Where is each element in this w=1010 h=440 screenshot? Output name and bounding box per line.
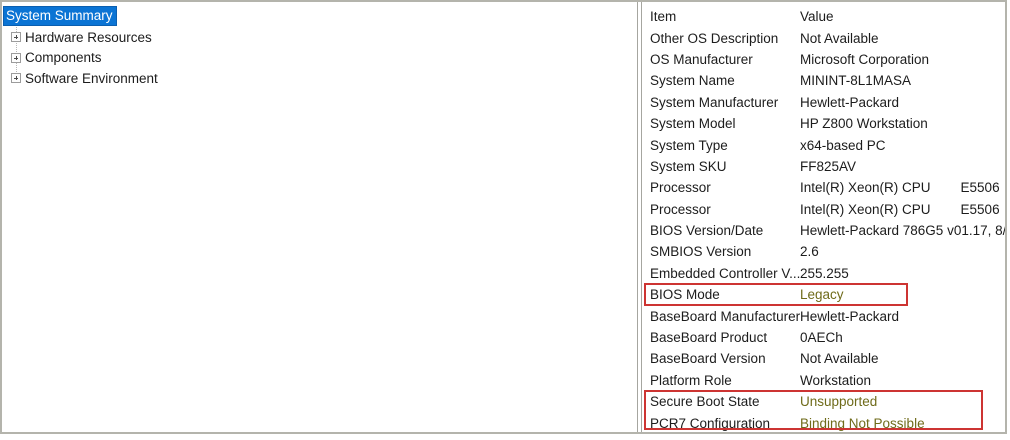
item-cell: System Name <box>650 73 735 89</box>
value-cell: MININT-8L1MASA <box>800 73 912 89</box>
value-cell: Hewlett-Packard 786G5 v01.17, 8/2 <box>800 223 1005 239</box>
table-row[interactable]: Processor Intel(R) Xeon(R) CPU E5506 <box>642 177 1005 198</box>
value-cell: Microsoft Corporation <box>800 51 930 67</box>
item-cell: OS Manufacturer <box>650 51 753 67</box>
item-cell: BaseBoard Manufacturer <box>650 308 800 324</box>
table-row-pcr7-configuration[interactable]: PCR7 Configuration Binding Not Possible <box>642 412 1005 432</box>
table-row[interactable]: System Type x64-based PC <box>642 134 1005 155</box>
tree-connector-line <box>16 25 17 80</box>
table-row[interactable]: System Name MININT-8L1MASA <box>642 70 1005 91</box>
item-cell: Secure Boot State <box>650 394 760 410</box>
value-cell: Hewlett-Packard <box>800 94 900 110</box>
item-cell: BaseBoard Version <box>650 351 766 367</box>
item-cell: PCR7 Configuration <box>650 415 771 431</box>
value-cell: Legacy <box>800 287 844 303</box>
table-row[interactable]: BIOS Version/Date Hewlett-Packard 786G5 … <box>642 220 1005 241</box>
table-row[interactable]: Other OS Description Not Available <box>642 27 1005 48</box>
table-row[interactable]: SMBIOS Version 2.6 <box>642 241 1005 262</box>
item-cell: System Type <box>650 137 728 153</box>
value-column-header[interactable]: Value <box>800 9 834 25</box>
value-cell: Unsupported <box>800 394 878 410</box>
value-cell: 255.255 <box>800 265 849 281</box>
value-cell: HP Z800 Workstation <box>800 116 928 132</box>
table-row[interactable]: Processor Intel(R) Xeon(R) CPU E5506 <box>642 199 1005 220</box>
value-cell: Hewlett-Packard <box>800 308 900 324</box>
tree-item-software-environment[interactable]: Software Environment <box>2 68 637 89</box>
item-cell: Processor <box>650 201 711 217</box>
expand-plus-icon[interactable] <box>11 73 21 84</box>
value-cell: Binding Not Possible <box>800 415 925 431</box>
item-cell: SMBIOS Version <box>650 244 752 260</box>
item-cell: BIOS Version/Date <box>650 223 764 239</box>
value-cell: FF825AV <box>800 158 857 174</box>
tree-item-hardware-resources[interactable]: Hardware Resources <box>2 27 637 48</box>
item-cell: BaseBoard Product <box>650 330 768 346</box>
item-cell: Embedded Controller V... <box>650 265 800 281</box>
table-row[interactable]: BaseBoard Product 0AECh <box>642 327 1005 348</box>
item-cell: Other OS Description <box>650 30 779 46</box>
item-column-header[interactable]: Item <box>650 9 677 25</box>
value-cell: 2.6 <box>800 244 819 260</box>
value-cell: Workstation <box>800 372 872 388</box>
tree-item-system-summary[interactable]: System Summary <box>2 6 637 27</box>
value-cell: Intel(R) Xeon(R) CPU E5506 <box>800 201 1000 217</box>
table-header-row: Item Value <box>642 6 1005 27</box>
table-row[interactable]: BaseBoard Version Not Available <box>642 348 1005 369</box>
table-row[interactable]: BaseBoard Manufacturer Hewlett-Packard <box>642 305 1005 326</box>
tree-item-label[interactable]: Components <box>25 50 102 66</box>
category-tree-pane: System Summary Hardware Resources Compon… <box>2 2 638 432</box>
table-row[interactable]: Embedded Controller V... 255.255 <box>642 263 1005 284</box>
table-row[interactable]: System SKU FF825AV <box>642 156 1005 177</box>
value-cell: Not Available <box>800 30 879 46</box>
table-row[interactable]: System Model HP Z800 Workstation <box>642 113 1005 134</box>
table-row[interactable]: OS Manufacturer Microsoft Corporation <box>642 49 1005 70</box>
value-cell: Intel(R) Xeon(R) CPU E5506 <box>800 180 1000 196</box>
table-row-secure-boot-state[interactable]: Secure Boot State Unsupported <box>642 391 1005 412</box>
table-row[interactable]: Platform Role Workstation <box>642 370 1005 391</box>
details-list-pane: Item Value Other OS Description Not Avai… <box>641 2 1005 432</box>
item-cell: Processor <box>650 180 711 196</box>
item-cell: System Model <box>650 116 736 132</box>
value-cell: 0AECh <box>800 330 843 346</box>
tree-item-label[interactable]: Hardware Resources <box>25 29 152 45</box>
item-cell: BIOS Mode <box>650 287 720 303</box>
tree-item-label[interactable]: System Summary <box>3 6 117 27</box>
table-row-bios-mode[interactable]: BIOS Mode Legacy <box>642 284 1005 305</box>
value-cell: Not Available <box>800 351 879 367</box>
tree-item-components[interactable]: Components <box>2 47 637 68</box>
item-cell: System Manufacturer <box>650 94 779 110</box>
item-cell: System SKU <box>650 158 727 174</box>
item-cell: Platform Role <box>650 372 732 388</box>
tree-item-label[interactable]: Software Environment <box>25 70 158 86</box>
table-row[interactable]: System Manufacturer Hewlett-Packard <box>642 92 1005 113</box>
value-cell: x64-based PC <box>800 137 886 153</box>
expand-plus-icon[interactable] <box>11 32 21 43</box>
expand-plus-icon[interactable] <box>11 52 21 63</box>
